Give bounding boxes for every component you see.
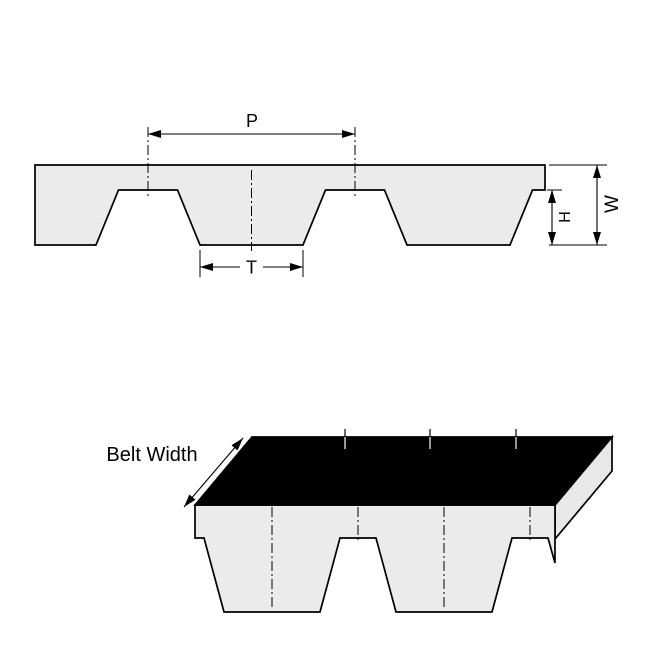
- belt-width-arrow: [183, 437, 244, 508]
- belt-width-label: Belt Width: [106, 444, 197, 466]
- tooth-width-dimension: T: [199, 250, 304, 278]
- belt-thickness-dimension: W: [549, 164, 623, 246]
- perspective-view: Belt Width: [106, 429, 614, 613]
- belt-front-face: [194, 504, 556, 613]
- pitch-label: P: [246, 111, 258, 131]
- tooth-height-dimension: H: [547, 189, 574, 245]
- belt-top-surface: [193, 436, 614, 506]
- belt-profile-shape: [34, 164, 546, 246]
- belt-thickness-label: W: [602, 195, 623, 213]
- belt-width-dimension: Belt Width: [106, 437, 244, 508]
- cross-section-view: P T H W: [34, 111, 623, 278]
- tooth-height-label: H: [557, 211, 574, 223]
- pitch-dimension: P: [148, 111, 355, 138]
- tooth-width-label: T: [246, 258, 257, 278]
